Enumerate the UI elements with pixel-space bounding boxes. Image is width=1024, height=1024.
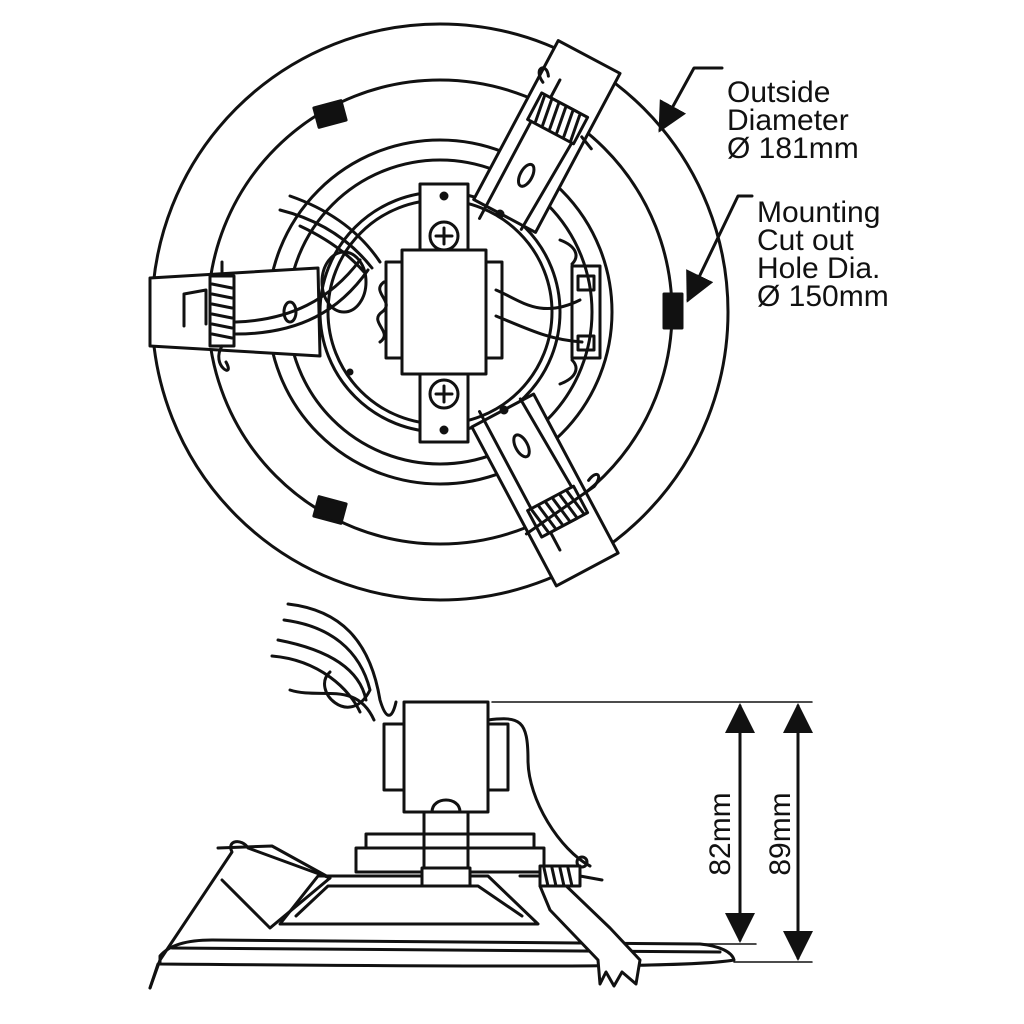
leader-outside-diameter (658, 66, 724, 133)
side-reflector (278, 874, 540, 926)
label-outside-line-2: Diameter (727, 104, 849, 137)
spring-clip-top (472, 39, 622, 234)
dimension-89mm-label: 89mm (764, 792, 797, 875)
rivet-1 (439, 191, 449, 201)
rivet-2 (439, 425, 449, 435)
spring-clip-left (148, 194, 382, 372)
side-lampholder (402, 700, 490, 814)
label-outside-diameter: Outside Diameter Ø 181mm (727, 76, 859, 165)
retention-tab-top (312, 99, 348, 129)
lampholder-body (400, 248, 488, 376)
dimension-82mm-label: 82mm (704, 792, 737, 875)
retention-tab-right (662, 292, 684, 330)
label-cutout-line-2: Cut out (757, 224, 854, 257)
leader-cutout (686, 194, 754, 303)
top-view (148, 22, 730, 602)
spring-clip-bottom (470, 392, 620, 588)
label-outside-line-1: Outside (727, 76, 830, 109)
terminal-block (570, 264, 602, 360)
label-cutout-line-3: Hole Dia. (757, 252, 880, 285)
retention-tab-bottom (312, 495, 348, 525)
label-outside-line-3: Ø 181mm (727, 132, 859, 165)
label-cutout-line-1: Mounting (757, 196, 880, 229)
side-view (148, 602, 813, 990)
label-cutout: Mounting Cut out Hole Dia. Ø 150mm (757, 196, 889, 313)
label-cutout-line-4: Ø 150mm (757, 280, 889, 313)
side-trim (158, 938, 736, 968)
